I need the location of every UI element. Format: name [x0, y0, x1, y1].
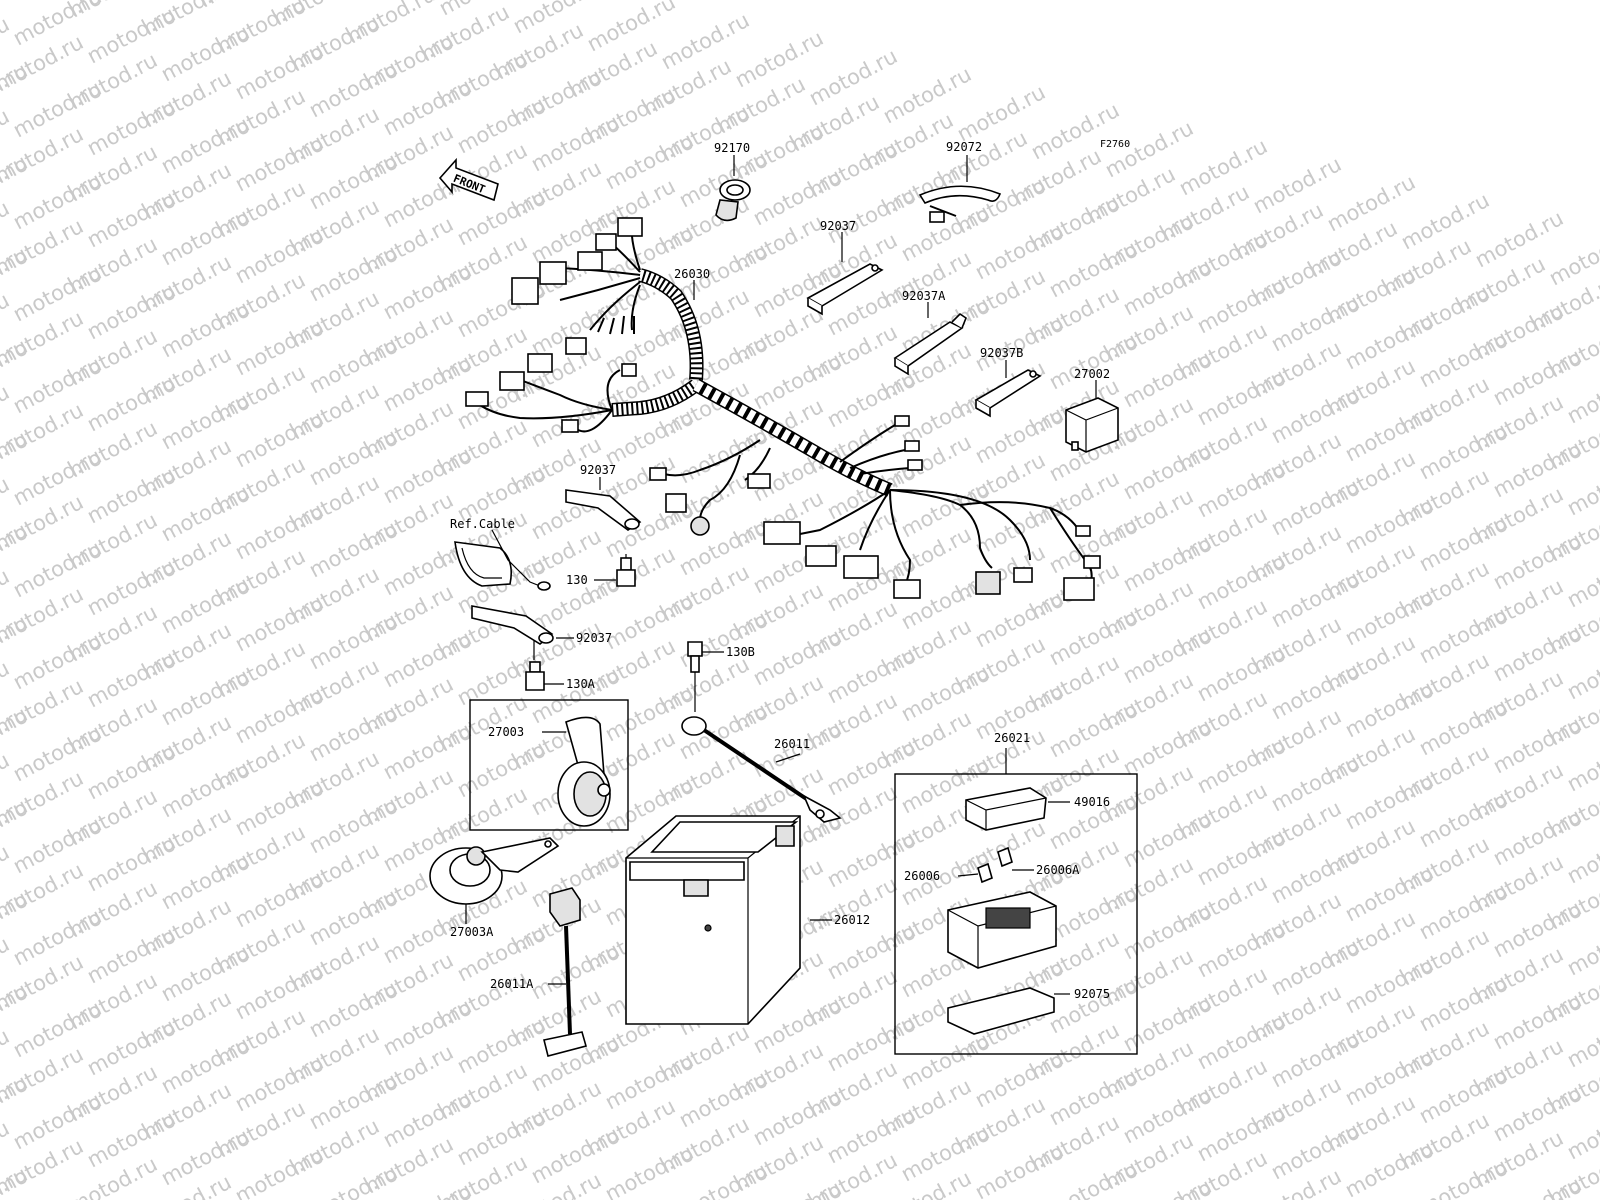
label-130a: 130A — [566, 677, 596, 691]
label-92075: 92075 — [1074, 987, 1110, 1001]
part-130a-bolt — [525, 661, 564, 691]
label-ref-cable: Ref.Cable — [450, 517, 515, 531]
label-26006: 26006 — [904, 869, 940, 883]
label-92037a: 92037A — [902, 289, 946, 303]
label-26030: 26030 — [674, 267, 710, 281]
label-27003a: 27003A — [450, 925, 494, 939]
part-26021-fuse-box — [894, 748, 1138, 1055]
label-26021: 26021 — [994, 731, 1030, 745]
part-130-bolt — [594, 554, 636, 587]
part-92037-strap-low — [471, 605, 574, 660]
part-92037a-strap — [893, 302, 967, 376]
label-27003: 27003 — [488, 725, 524, 739]
watermark-text: motod.ru — [971, 1138, 1067, 1200]
label-92037-top: 92037 — [820, 219, 856, 233]
label-26011a: 26011A — [490, 977, 534, 991]
part-26012-battery — [625, 815, 832, 1025]
part-92037-strap-mid — [565, 477, 642, 531]
part-92037b-strap — [974, 360, 1042, 418]
label-26011: 26011 — [774, 737, 810, 751]
label-26006a: 26006A — [1036, 863, 1080, 877]
part-27002-relay — [1065, 380, 1119, 453]
label-130b: 130B — [726, 645, 755, 659]
part-26011a-cable — [543, 887, 587, 1057]
ref-cable — [454, 529, 551, 591]
figure-code: F2760 — [1100, 139, 1130, 150]
part-27003-horn — [469, 699, 629, 831]
part-27003a-horn — [429, 837, 560, 924]
watermark-text: motod.ru — [1341, 1136, 1437, 1200]
label-92037-low: 92037 — [576, 631, 612, 645]
part-92170-clamp — [715, 155, 751, 222]
part-92037-strap-top — [806, 232, 884, 316]
label-92037b: 92037B — [980, 346, 1023, 360]
part-92072-band — [918, 155, 1002, 223]
label-92170: 92170 — [714, 141, 750, 155]
part-26030-wiring-harness — [465, 217, 1101, 601]
label-26012: 26012 — [834, 913, 870, 927]
part-26011-cable — [681, 716, 842, 823]
part-130b-bolt — [687, 641, 724, 712]
label-49016: 49016 — [1074, 795, 1110, 809]
label-92037-mid: 92037 — [580, 463, 616, 477]
label-92072: 92072 — [946, 140, 982, 154]
part-labels: 92170 92072 26030 92037 92037A 92037B 27… — [450, 140, 1110, 1001]
label-27002: 27002 — [1074, 367, 1110, 381]
label-130: 130 — [566, 573, 588, 587]
